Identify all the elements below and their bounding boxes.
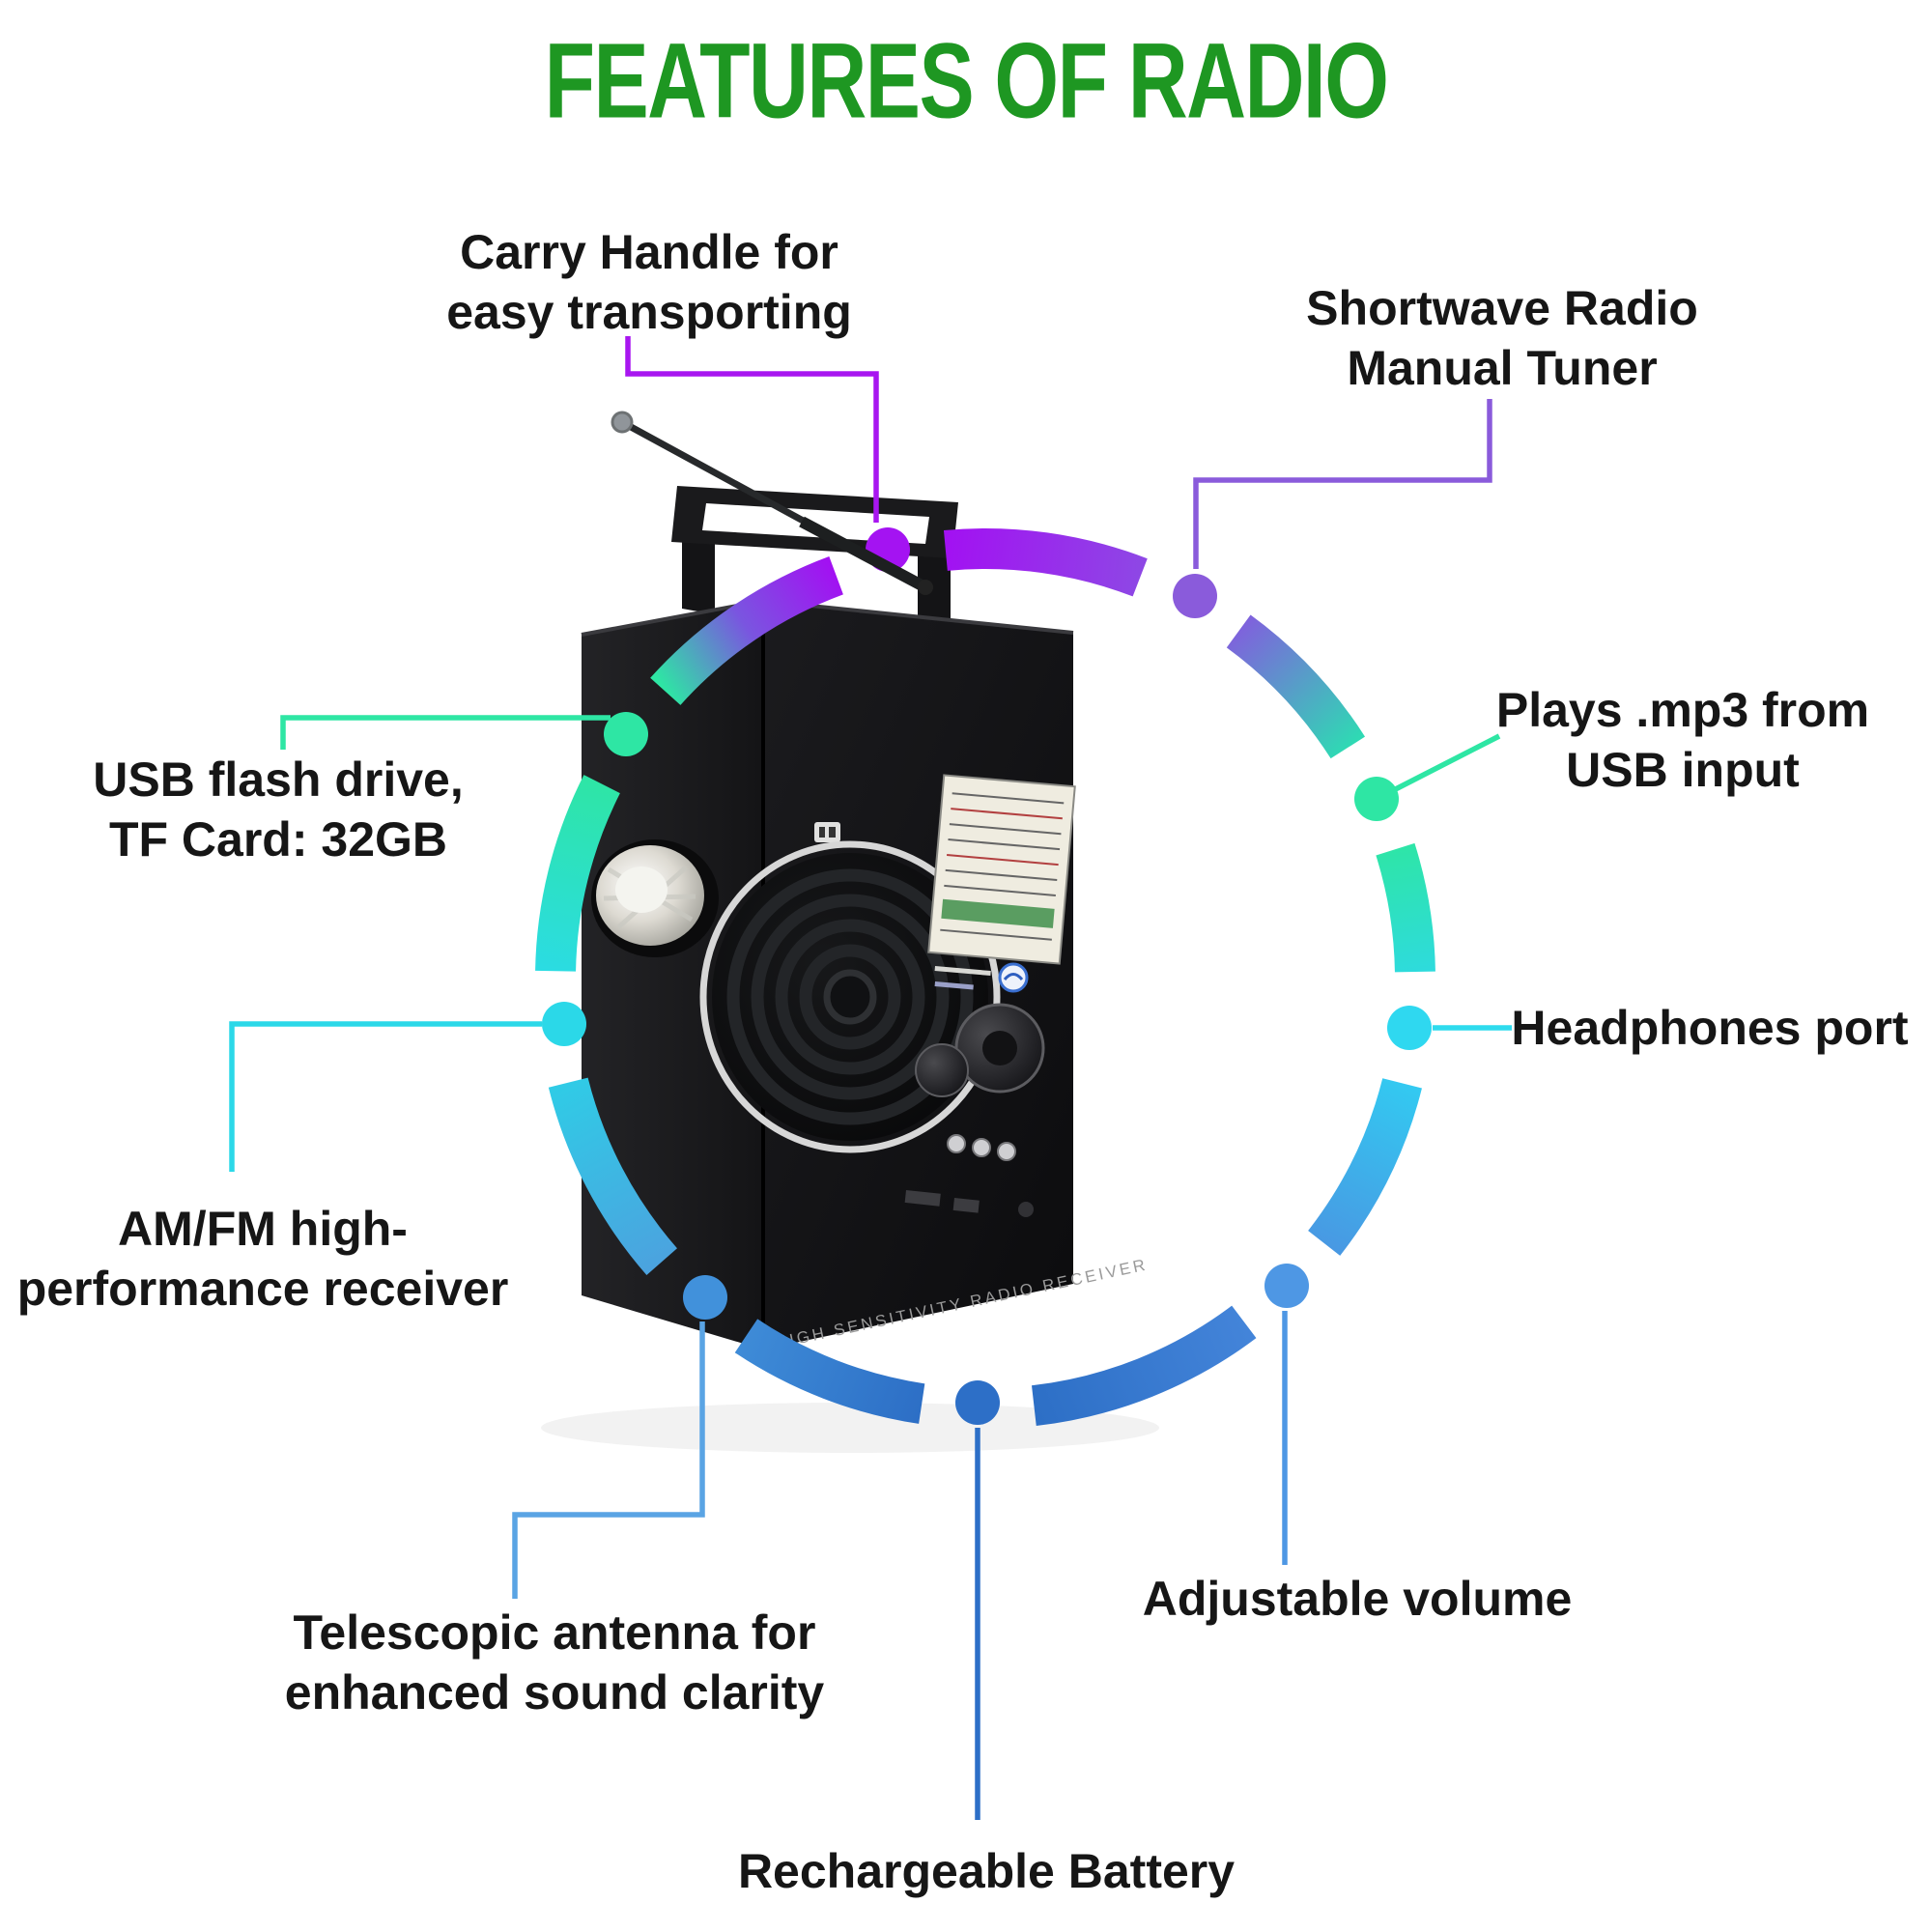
label-line: Shortwave Radio — [1306, 281, 1698, 335]
label-usb-flash-drive: USB flash drive,TF Card: 32GB — [93, 750, 463, 869]
ring-segment — [1226, 614, 1366, 759]
flashlight — [591, 839, 719, 957]
label-line: TF Card: 32GB — [108, 812, 448, 867]
label-line: Telescopic antenna for — [293, 1605, 816, 1660]
connector-usb-flash-drive — [280, 715, 611, 750]
dot-usb-flash-drive — [604, 712, 648, 756]
label-line: performance receiver — [16, 1262, 509, 1316]
ring-segment — [734, 1319, 925, 1424]
connector-carry-handle — [625, 336, 879, 523]
connector-amfm-receiver — [229, 1021, 542, 1172]
label-headphones-port: Headphones port — [1511, 998, 1908, 1058]
dial-details — [934, 962, 1029, 993]
ring-segment — [943, 528, 1148, 597]
telescopic-antenna-graphic — [611, 411, 933, 595]
label-line: USB input — [1566, 743, 1800, 797]
connector-shortwave-tuner — [1193, 399, 1492, 569]
antenna-tip — [611, 411, 634, 434]
brand-logo — [814, 822, 840, 842]
dot-amfm-receiver — [542, 1002, 586, 1046]
dot-adjustable-volume — [1264, 1264, 1309, 1308]
radio-image: HIGH SENSITIVITY RADIO RECEIVER — [541, 486, 1159, 1453]
volume-knob — [915, 1003, 1045, 1097]
front-buttons — [904, 1134, 1034, 1217]
ring-segment — [1376, 842, 1435, 973]
label-line: Adjustable volume — [1142, 1572, 1573, 1626]
dot-rechargeable-battery — [955, 1380, 1000, 1425]
label-line: Manual Tuner — [1347, 341, 1658, 395]
dot-shortwave-tuner — [1173, 574, 1217, 618]
label-carry-handle: Carry Handle for easy transporting — [446, 222, 852, 342]
label-line: Rechargeable Battery — [737, 1844, 1236, 1898]
ring-segment — [535, 775, 620, 972]
label-line: enhanced sound clarity — [284, 1665, 825, 1719]
label-line: Carry Handle for — [460, 225, 838, 279]
ring-segment — [1031, 1305, 1257, 1427]
dot-headphones-port — [1387, 1006, 1432, 1050]
connector-telescopic-antenna — [512, 1321, 705, 1599]
page-title: FEATURES OF RADIO — [544, 21, 1389, 141]
dot-plays-mp3 — [1354, 777, 1399, 821]
ring-segment — [1307, 1078, 1422, 1256]
connector-plays-mp3 — [1377, 733, 1501, 801]
label-line: Headphones port — [1511, 1001, 1909, 1055]
radio-shadow — [541, 1403, 1159, 1453]
label-line: USB flash drive, — [93, 753, 464, 807]
label-amfm-receiver: AM/FM high-performance receiver — [17, 1199, 509, 1319]
ring-segment — [548, 1077, 678, 1275]
label-line: AM/FM high- — [118, 1202, 408, 1256]
label-line: Plays .mp3 from — [1495, 683, 1870, 737]
radio-side-panel — [582, 601, 763, 1350]
ring-segment — [650, 555, 844, 705]
connector-lines — [229, 336, 1512, 1820]
label-line: easy transporting — [446, 285, 852, 339]
ring-dots — [542, 527, 1432, 1425]
dot-telescopic-antenna — [683, 1275, 727, 1320]
label-rechargeable-battery: Rechargeable Battery — [738, 1841, 1235, 1901]
ring-arcs — [535, 528, 1435, 1427]
label-adjustable-volume: Adjustable volume — [1143, 1569, 1573, 1629]
tuner-dial — [927, 774, 1076, 965]
